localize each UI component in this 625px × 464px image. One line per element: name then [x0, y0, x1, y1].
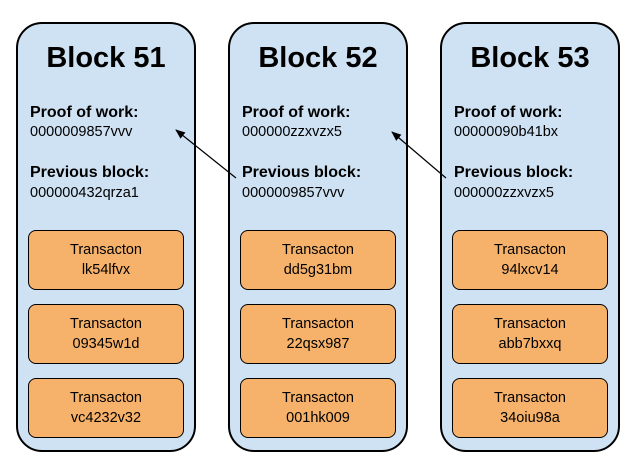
transaction-box: Transacton 09345w1d — [28, 304, 184, 364]
previous-block-value: 0000009857vvv — [242, 185, 345, 201]
block-51: Block 51 Proof of work: 0000009857vvv Pr… — [16, 22, 196, 452]
previous-block-value: 000000432qrza1 — [30, 185, 139, 201]
previous-block-label: Previous block: — [454, 164, 574, 181]
proof-of-work-label: Proof of work: — [454, 104, 563, 121]
proof-of-work-value: 000000zzxvzx5 — [242, 124, 342, 140]
transaction-box: Transacton vc4232v32 — [28, 378, 184, 438]
transaction-label: Transacton — [282, 242, 354, 258]
transaction-id: 94lxcv14 — [501, 262, 559, 278]
transaction-label: Transacton — [494, 242, 566, 258]
transaction-id: dd5g31bm — [283, 262, 353, 278]
transaction-id: 22qsx987 — [286, 336, 350, 352]
block-title: Block 53 — [470, 42, 590, 74]
transaction-label: Transacton — [494, 390, 566, 406]
transaction-label: Transacton — [70, 316, 142, 332]
previous-block-label: Previous block: — [242, 164, 362, 181]
transaction-box: Transacton 001hk009 — [240, 378, 396, 438]
transaction-box: Transacton 34oiu98a — [452, 378, 608, 438]
transaction-label: Transacton — [70, 390, 142, 406]
transaction-label: Transacton — [282, 390, 354, 406]
transaction-id: 34oiu98a — [500, 410, 560, 426]
transaction-box: Transacton 22qsx987 — [240, 304, 396, 364]
transaction-id: 09345w1d — [72, 336, 140, 352]
transaction-box: Transacton dd5g31bm — [240, 230, 396, 290]
transaction-label: Transacton — [282, 316, 354, 332]
block-53: Block 53 Proof of work: 00000090b41bx Pr… — [440, 22, 620, 452]
transaction-box: Transacton abb7bxxq — [452, 304, 608, 364]
block-title: Block 51 — [46, 42, 166, 74]
block-52: Block 52 Proof of work: 000000zzxvzx5 Pr… — [228, 22, 408, 452]
proof-of-work-value: 00000090b41bx — [454, 124, 559, 140]
previous-block-label: Previous block: — [30, 164, 150, 181]
transaction-box: Transacton 94lxcv14 — [452, 230, 608, 290]
transaction-box: Transacton lk54lfvx — [28, 230, 184, 290]
transaction-id: lk54lfvx — [81, 262, 131, 278]
transaction-label: Transacton — [494, 316, 566, 332]
previous-block-value: 000000zzxvzx5 — [454, 185, 554, 201]
proof-of-work-label: Proof of work: — [30, 104, 139, 121]
transaction-label: Transacton — [70, 242, 142, 258]
proof-of-work-value: 0000009857vvv — [30, 124, 133, 140]
transaction-id: vc4232v32 — [70, 410, 142, 426]
transaction-id: 001hk009 — [286, 410, 350, 426]
proof-of-work-label: Proof of work: — [242, 104, 351, 121]
transaction-id: abb7bxxq — [498, 336, 562, 352]
block-title: Block 52 — [258, 42, 378, 74]
